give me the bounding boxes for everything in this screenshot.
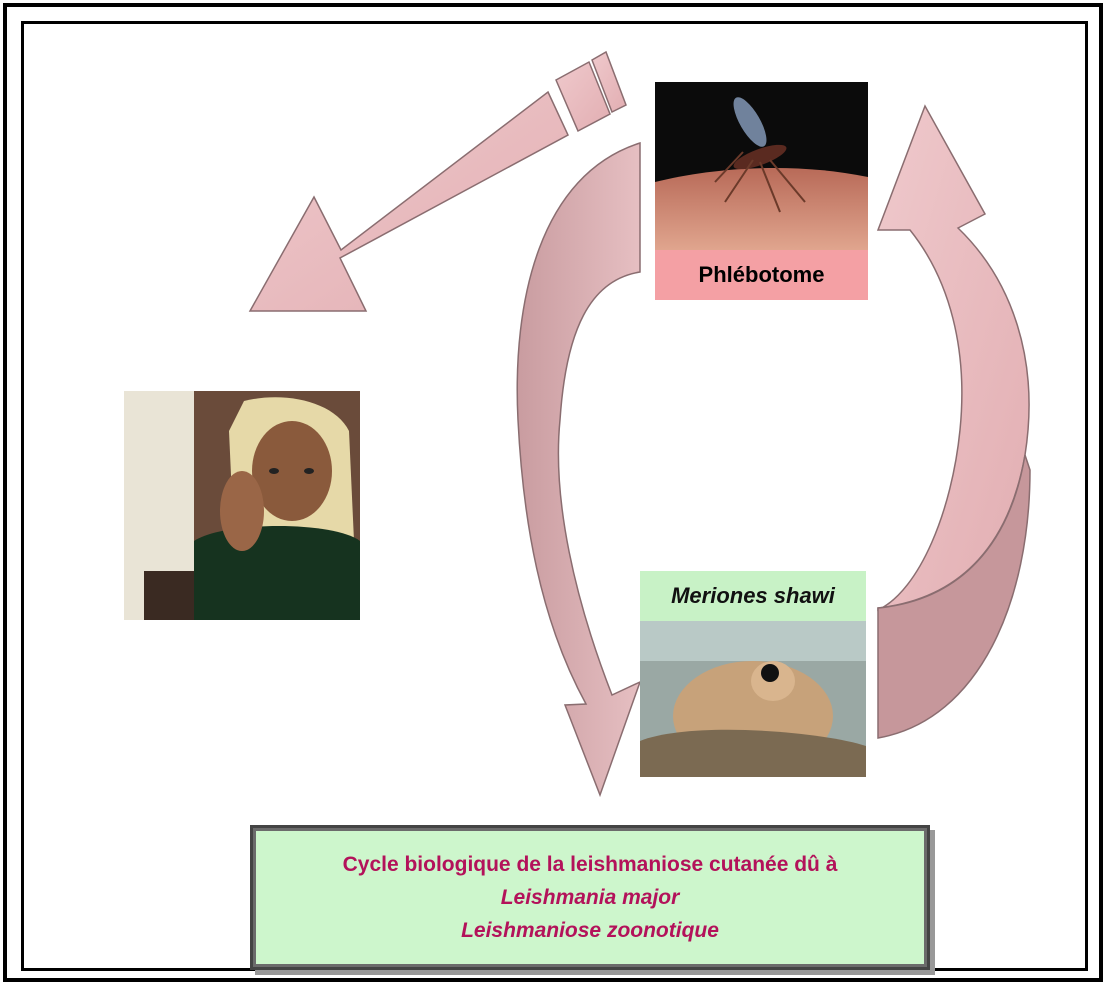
sandfly-photo: [655, 82, 868, 250]
child-image: [124, 391, 360, 620]
caption-title: Cycle biologique de la leishmaniose cuta…: [343, 848, 838, 881]
arrow-sandfly-to-meriones: [517, 143, 640, 795]
reservoir-label: Meriones shawi: [640, 571, 866, 621]
reservoir-panel: Meriones shawi: [640, 571, 866, 777]
meriones-photo: [640, 621, 866, 777]
sandfly-panel: Phlébotome: [655, 82, 868, 300]
arrow-meriones-to-sandfly: [878, 106, 1030, 738]
human-host-photo: [124, 391, 360, 620]
caption-species: Leishmania major: [501, 881, 680, 914]
diagram-caption: Cycle biologique de la leishmaniose cuta…: [250, 825, 930, 970]
caption-type: Leishmaniose zoonotique: [461, 914, 719, 947]
sandfly-label: Phlébotome: [655, 250, 868, 300]
